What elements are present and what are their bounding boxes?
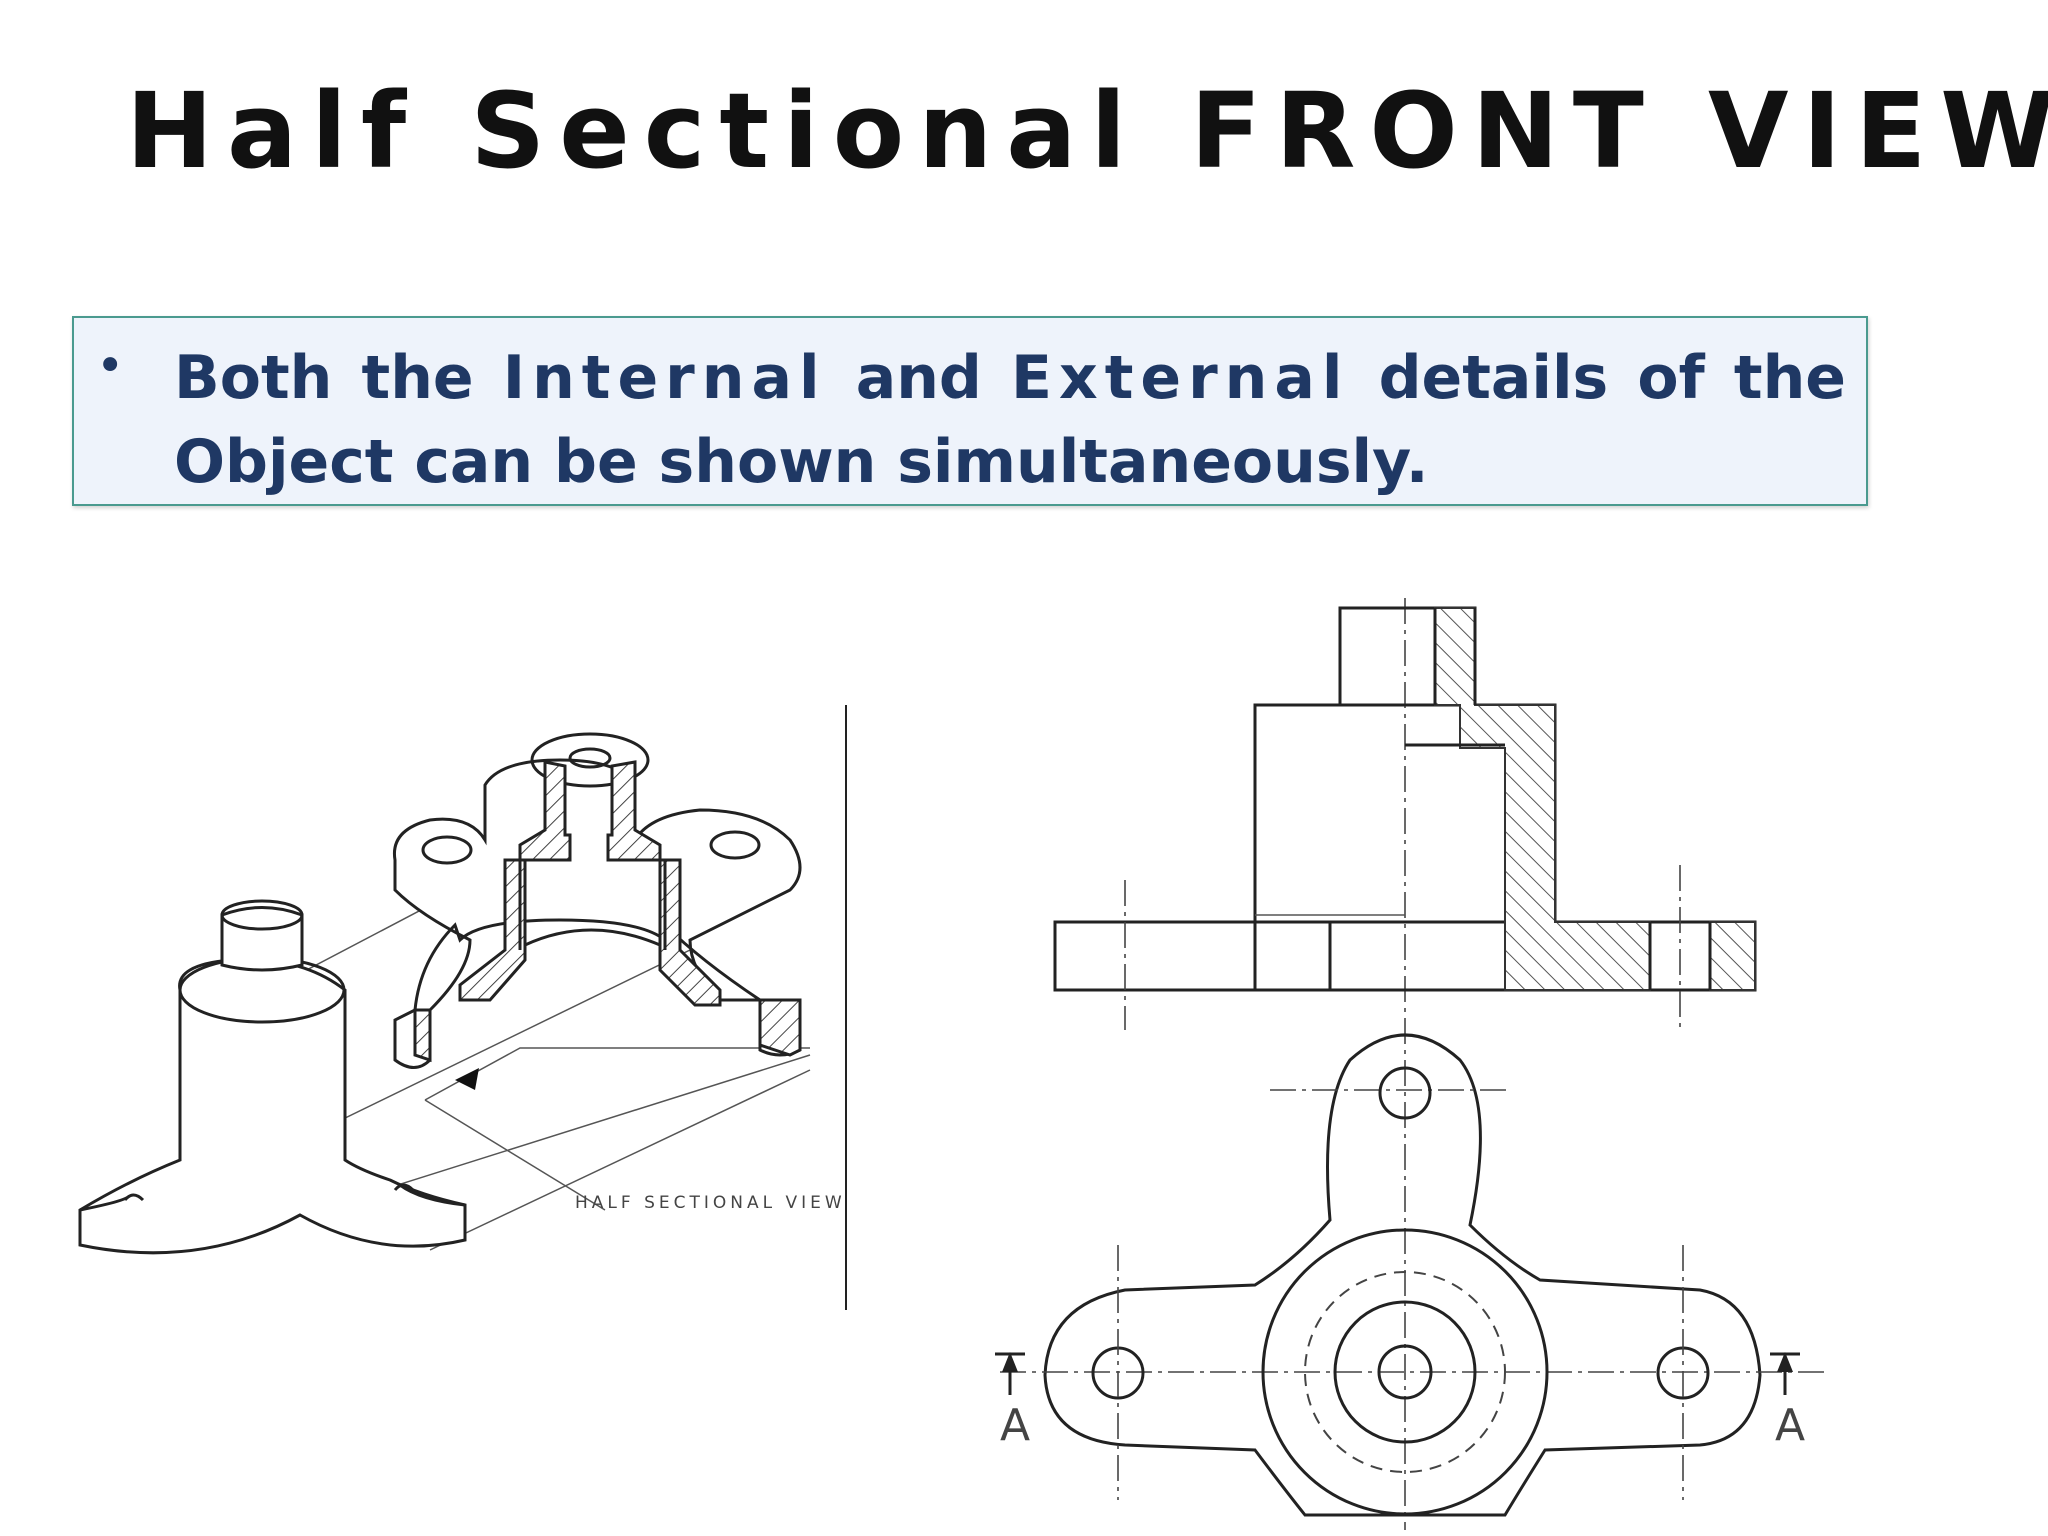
bullet-part-3: details of the Object can be shown simul… xyxy=(174,343,1847,497)
slide-title: Half Sectional FRONT VIEW xyxy=(126,70,2048,192)
bullet-word-internal: Internal xyxy=(502,343,827,413)
bullet-text: Both the Internal and External details o… xyxy=(174,336,1846,504)
figure-divider xyxy=(845,705,847,1310)
bullet-marker: • xyxy=(96,338,125,394)
section-label-a-left: A xyxy=(1000,1400,1030,1451)
section-label-a-right: A xyxy=(1775,1400,1805,1451)
bullet-part-1: Both the xyxy=(174,343,503,413)
left-figure-caption: HALF SECTIONAL VIEW xyxy=(575,1193,846,1213)
isometric-half-section-drawing: HALF SECTIONAL VIEW xyxy=(78,732,846,1255)
bullet-part-2: and xyxy=(826,343,1012,413)
bullet-box: • Both the Internal and External details… xyxy=(72,316,1868,506)
bullet-word-external: External xyxy=(1011,343,1350,413)
orthographic-half-section-drawing: A A xyxy=(995,598,1830,1530)
